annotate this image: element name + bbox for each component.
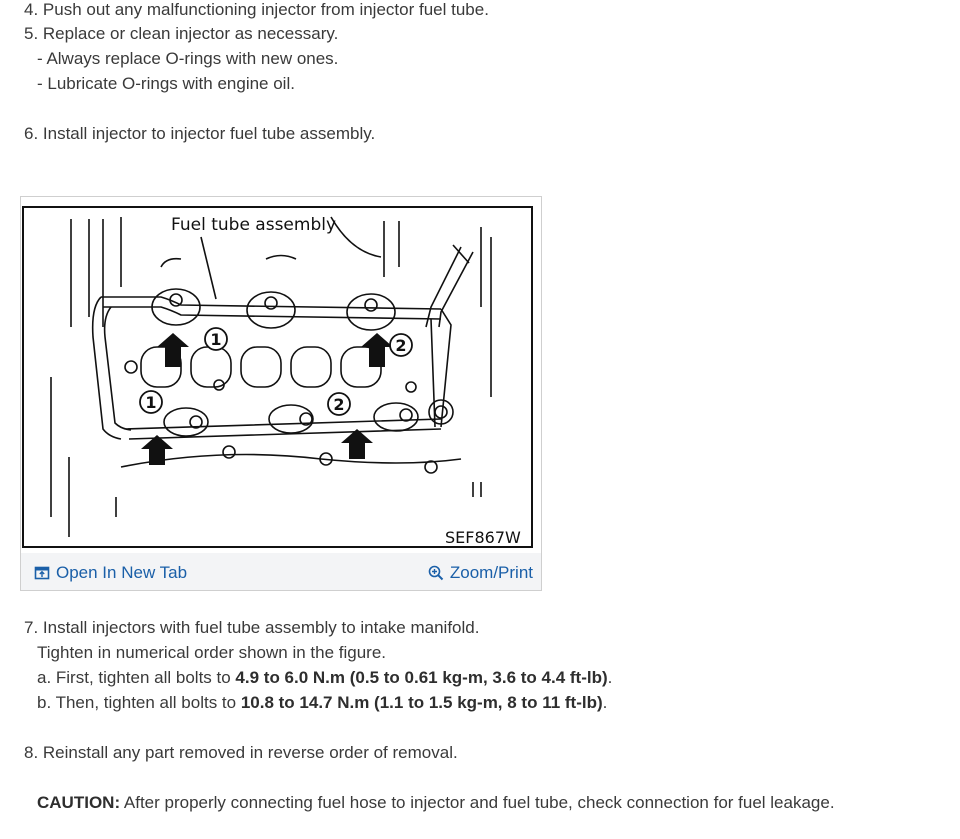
callout-1a: 1 (210, 330, 221, 349)
figure-code: SEF867W (445, 528, 521, 547)
step-4: 4. Push out any malfunctioning injector … (24, 0, 489, 19)
zoom-print-link[interactable]: Zoom/Print (428, 563, 533, 583)
figure-container: 1 1 2 2 Fuel tube assembly SEF867W Open … (20, 196, 542, 591)
figure-label: Fuel tube assembly (171, 215, 336, 235)
step-5-bullet-2: - Lubricate O-rings with engine oil. (37, 74, 295, 93)
step-5-bullet-1: - Always replace O-rings with new ones. (37, 49, 339, 68)
step-7b-prefix: b. Then, tighten all bolts to (37, 693, 241, 712)
caution-label: CAUTION: (37, 793, 121, 812)
open-in-new-tab-link[interactable]: Open In New Tab (34, 563, 187, 583)
caution-text: After properly connecting fuel hose to i… (120, 793, 835, 812)
caution-note: CAUTION: After properly connecting fuel … (37, 793, 835, 813)
step-7-instruction: Tighten in numerical order shown in the … (37, 643, 386, 662)
fuel-tube-diagram: 1 1 2 2 Fuel tube assembly SEF867W (21, 197, 541, 553)
step-7a-prefix: a. First, tighten all bolts to (37, 668, 236, 687)
diagram-svg: 1 1 2 2 Fuel tube assembly SEF867W (22, 206, 533, 548)
open-in-new-tab-label: Open In New Tab (56, 563, 188, 582)
callout-1b: 1 (145, 393, 156, 412)
step-7b-suffix: . (602, 693, 608, 712)
zoom-icon (428, 565, 444, 581)
step-7b-torque: 10.8 to 14.7 N.m (1.1 to 1.5 kg-m, 8 to … (240, 693, 603, 712)
step-7a: a. First, tighten all bolts to 4.9 to 6.… (37, 668, 612, 688)
step-8: 8. Reinstall any part removed in reverse… (24, 743, 458, 762)
step-7a-torque: 4.9 to 6.0 N.m (0.5 to 0.61 kg-m, 3.6 to… (235, 668, 608, 687)
zoom-print-label: Zoom/Print (449, 563, 533, 582)
step-7b: b. Then, tighten all bolts to 10.8 to 14… (37, 693, 607, 713)
callout-2b: 2 (333, 395, 344, 414)
step-5: 5. Replace or clean injector as necessar… (24, 24, 339, 43)
step-6: 6. Install injector to injector fuel tub… (24, 124, 376, 143)
open-in-new-tab-icon (34, 566, 50, 580)
step-7: 7. Install injectors with fuel tube asse… (24, 618, 480, 637)
callout-2a: 2 (395, 336, 406, 355)
step-7a-suffix: . (607, 668, 613, 687)
